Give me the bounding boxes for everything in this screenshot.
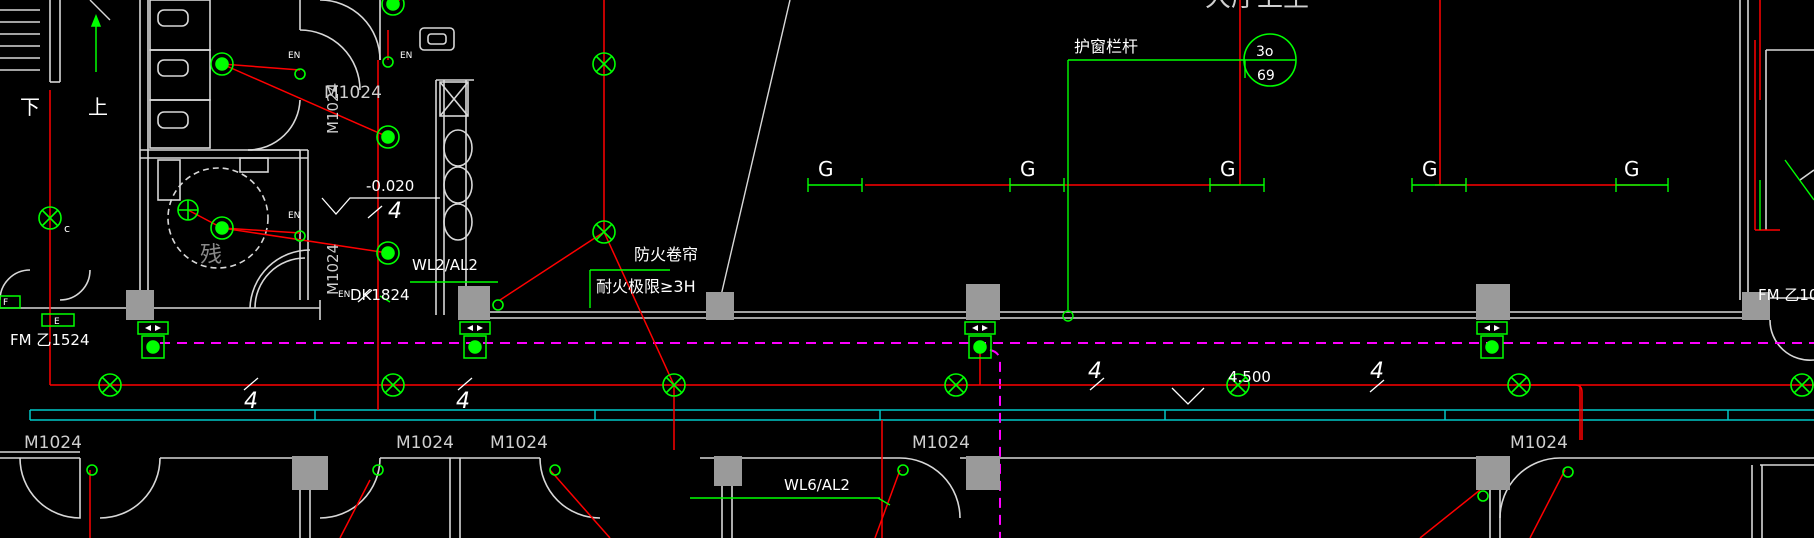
wire-count-5: 4 — [1370, 359, 1384, 384]
lamp-icon — [381, 0, 405, 16]
wire-count-2: 4 — [244, 389, 258, 414]
lamp-icon — [1226, 373, 1250, 397]
exit-arrows — [145, 325, 1500, 331]
tag-f-label: F — [3, 298, 8, 308]
elevation-2-label: 4.500 — [1228, 368, 1271, 386]
g-label-2: G — [1020, 157, 1036, 181]
elevation-marks — [321, 197, 1205, 405]
lamp-icon — [38, 206, 62, 230]
door-bottom-4: M1024 — [912, 433, 970, 453]
lamp-icon — [210, 52, 234, 76]
exit-signs — [0, 295, 1508, 359]
stair-arrow-icon — [90, 13, 102, 72]
exit-sign-icon — [964, 321, 996, 359]
door-bottom-5: M1024 — [1510, 433, 1568, 453]
exit-sign-icon — [137, 321, 169, 359]
en-label-1: EN — [288, 51, 300, 61]
lamp-icon — [376, 125, 400, 149]
en-label-3: EN — [288, 211, 300, 221]
lamp-icon — [376, 241, 400, 265]
wire-count-1: 4 — [388, 199, 402, 224]
door-top-label: M1024 — [324, 83, 382, 103]
door-bottom-3: M1024 — [490, 433, 548, 453]
lamp-icon — [1790, 373, 1814, 397]
room-partial-label: 大厅卫生 — [1205, 0, 1309, 13]
lamp-icon — [1507, 373, 1531, 397]
fire-rating-label: 耐火极限≥3H — [596, 277, 696, 296]
lamp-icon — [98, 373, 122, 397]
door-bottom-2: M1024 — [396, 433, 454, 453]
tag-bottom-label: 69 — [1257, 68, 1275, 84]
fire-door-left-label: FM 乙1524 — [10, 331, 90, 349]
stair-up-label: 上 — [88, 95, 108, 119]
door-bottom-1: M1024 — [24, 433, 82, 453]
en-label-2: EN — [400, 51, 412, 61]
circuit-2-label: WL6/AL2 — [784, 476, 850, 494]
wire-count-4: 4 — [1088, 359, 1102, 384]
window-rail-label: 护窗栏杆 — [1074, 37, 1138, 56]
g-label-1: G — [818, 157, 834, 181]
g-label-5: G — [1624, 157, 1640, 181]
lamps — [38, 0, 1814, 502]
elevation-1-label: -0.020 — [366, 177, 414, 195]
green-lines — [379, 59, 1814, 506]
lamp-icon — [381, 373, 405, 397]
lamp-icon — [662, 373, 686, 397]
labels: 下 上 c F E FM 乙1524 EN EN EN EN M1024 M10… — [3, 0, 1814, 494]
g-label-3: G — [1220, 157, 1236, 181]
exit-sign-icon — [1476, 321, 1508, 359]
exit-sign-icon — [459, 321, 491, 359]
lamp-icon — [592, 220, 616, 244]
tag-top-label: 3o — [1256, 44, 1273, 60]
door-vertical-2-label: M1024 — [324, 244, 342, 295]
lamp-icon — [210, 216, 234, 240]
lamp-c-label: c — [64, 222, 70, 235]
magenta-lines — [160, 342, 1814, 538]
door-dk-label: DK1824 — [350, 286, 410, 304]
lamp-icon — [944, 373, 968, 397]
g-label-4: G — [1422, 157, 1438, 181]
door-vertical-1-label: M1024 — [324, 83, 342, 134]
fire-door-right-label: FM 乙102 — [1758, 286, 1814, 304]
lamp-icon — [592, 52, 616, 76]
columns — [126, 284, 1770, 490]
toilet-char-label: 残 — [200, 243, 222, 268]
cyan-lines — [29, 409, 1814, 421]
wire-ticks — [243, 205, 1385, 393]
circuit-1-label: WL2/AL2 — [412, 256, 478, 274]
stair-down-label: 下 — [20, 95, 40, 119]
tag-e-label: E — [54, 317, 60, 327]
lamp-icon — [177, 199, 199, 221]
wire-count-3: 4 — [456, 389, 470, 414]
fire-curtain-label: 防火卷帘 — [634, 245, 698, 264]
en-label-4: EN — [338, 290, 350, 300]
